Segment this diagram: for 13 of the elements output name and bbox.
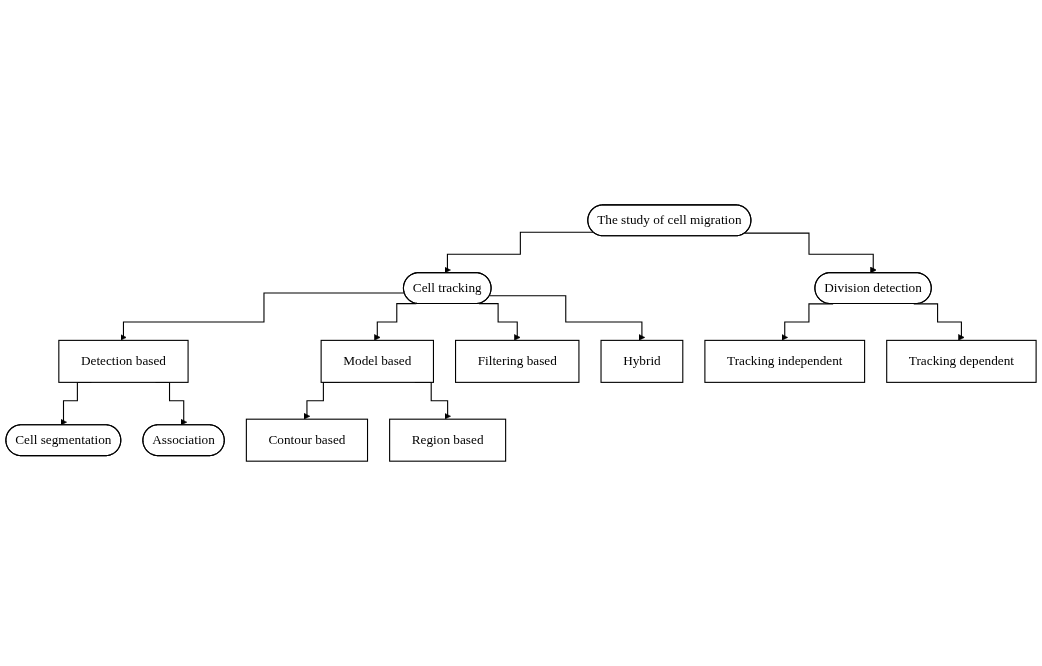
node-box: Model based [320,339,434,383]
node-box: Contour based [245,418,369,462]
node-box: Hybrid [600,339,684,383]
node-box: Filtering based [455,339,580,383]
arrow [744,232,877,274]
arrow [374,303,417,341]
arrow [489,295,646,341]
arrow [444,231,594,274]
node-box: Tracking independent [704,339,866,383]
node-box: Detection based [58,339,189,383]
arrow [478,303,521,341]
node-box: Tracking dependent [886,339,1037,383]
node-box: Region based [389,418,507,462]
